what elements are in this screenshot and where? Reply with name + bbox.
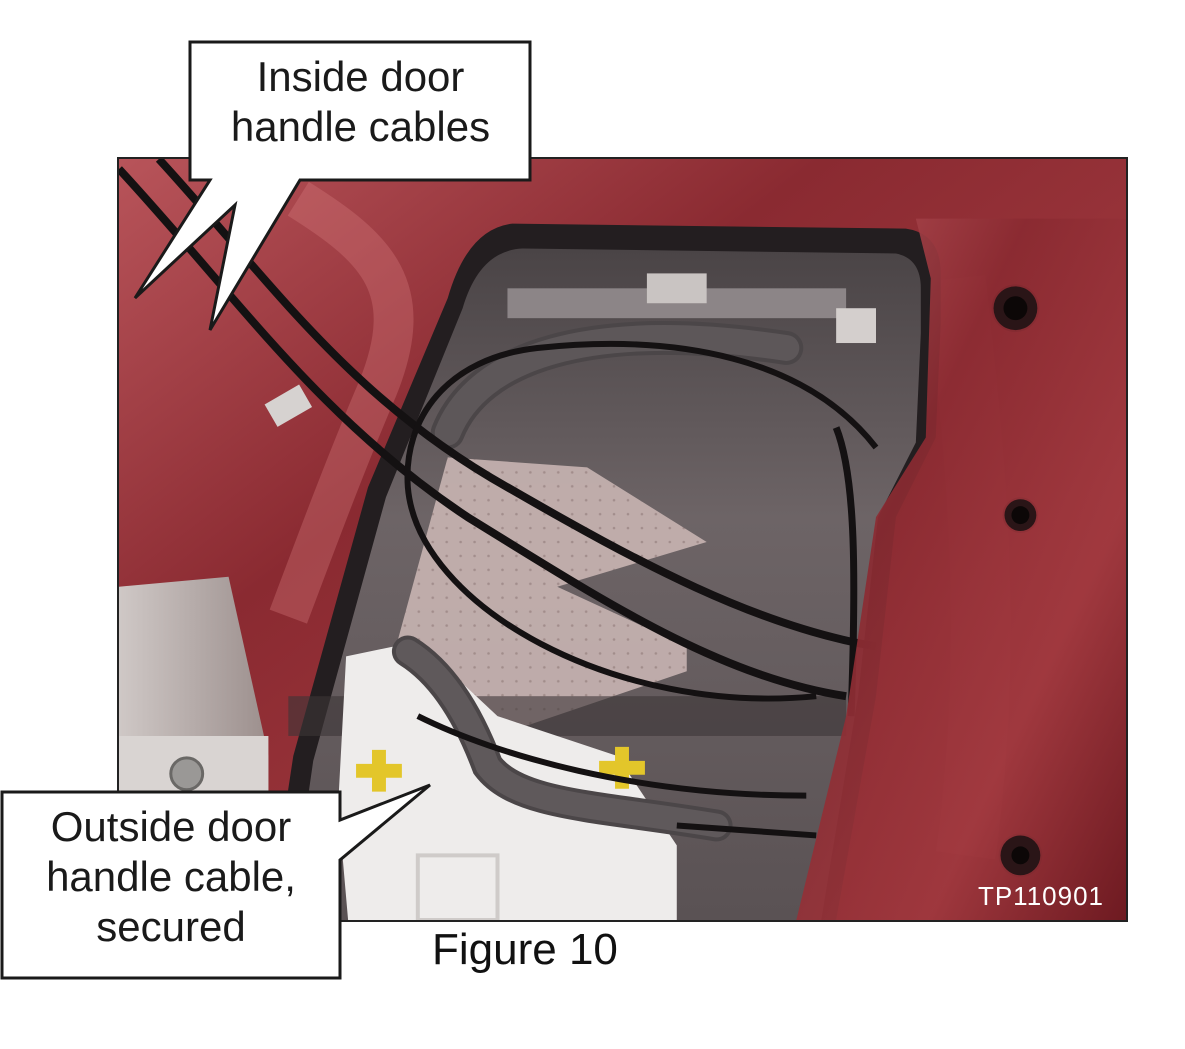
- outside-cable-callout: Outside door handle cable, secured: [4, 802, 338, 952]
- inside-callout-line-2: handle cables: [230, 103, 491, 150]
- figure-caption: Figure 10: [432, 925, 618, 974]
- inside-callout-line-1: Inside door: [256, 53, 465, 100]
- outside-callout-line-1: Outside door: [50, 803, 292, 850]
- photo-id-label: TP110901: [977, 881, 1104, 911]
- outside-callout-line-2: handle cable,: [46, 853, 296, 900]
- outside-callout-line-3: secured: [96, 903, 246, 950]
- inside-cables-callout: Inside door handle cables: [193, 52, 528, 152]
